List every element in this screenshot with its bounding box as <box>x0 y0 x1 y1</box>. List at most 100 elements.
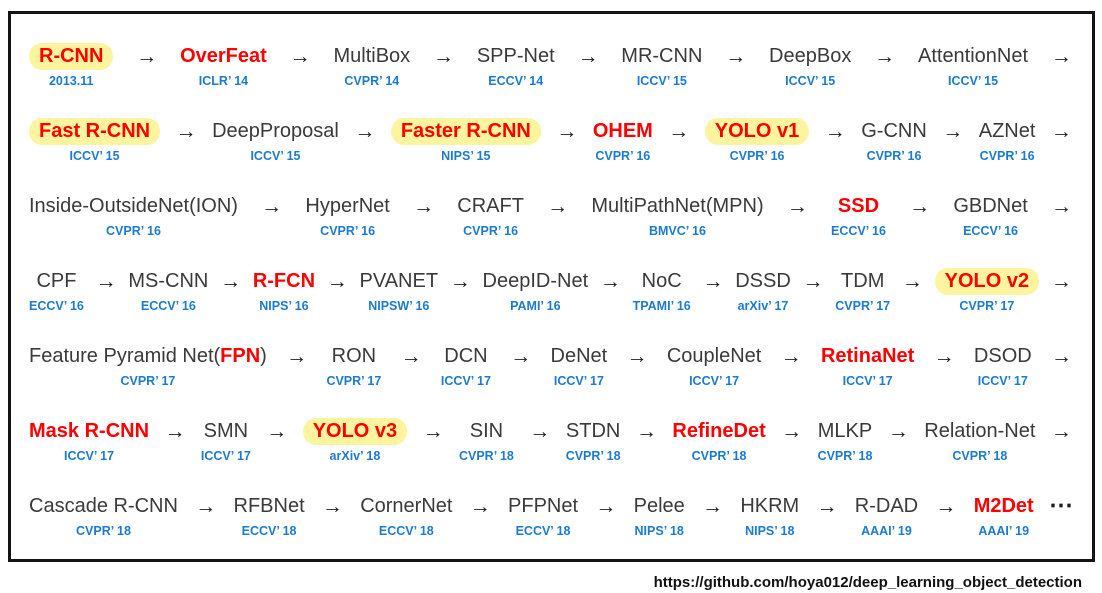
venue-label: ECCV’ 16 <box>140 299 196 313</box>
model-name-part: ) <box>260 345 267 367</box>
model-name: CRAFT <box>457 195 524 217</box>
venue-label: ICCV’ 15 <box>250 149 301 163</box>
venue-label: ECCV’ 18 <box>241 524 297 538</box>
venue-label: ICCV’ 17 <box>689 374 740 388</box>
model-name: CoupleNet <box>666 345 762 367</box>
arrow-icon: → <box>289 45 311 68</box>
venue-label: AAAI’ 19 <box>861 524 912 538</box>
arrow-icon: → <box>1050 420 1072 443</box>
model-name: HyperNet <box>305 195 390 217</box>
venue-label: CVPR’ 17 <box>326 374 382 388</box>
venue-label: CVPR’ 16 <box>106 224 161 238</box>
model-node: Inside-OutsideNet(ION)CVPR’ 16 <box>29 193 238 238</box>
model-name: MS-CNN <box>128 270 209 292</box>
model-name: DeepProposal <box>212 120 339 142</box>
venue-label: CVPR’ 16 <box>595 149 651 163</box>
arrow-icon: → <box>354 120 376 143</box>
arrow-icon: → <box>321 495 343 518</box>
model-name: OHEM <box>592 120 653 142</box>
arrow-icon: → <box>449 270 471 293</box>
model-name: HKRM <box>740 495 800 517</box>
venue-label: CVPR’ 18 <box>76 524 131 538</box>
venue-label: arXiv’ 17 <box>737 299 789 313</box>
model-name: CPF <box>36 270 77 292</box>
ellipsis-icon: ⋯ <box>1048 492 1074 519</box>
arrow-icon: → <box>261 195 283 218</box>
arrow-icon: → <box>595 495 617 518</box>
model-name: M2Det <box>973 495 1034 517</box>
model-name: AZNet <box>978 120 1036 142</box>
venue-label: ICCV’ 15 <box>636 74 687 88</box>
model-name: SIN <box>469 420 504 442</box>
venue-label: ECCV’ 16 <box>29 299 84 313</box>
model-name: STDN <box>565 420 621 442</box>
arrow-icon: → <box>780 345 802 368</box>
venue-label: CVPR’ 16 <box>729 149 785 163</box>
model-name: Fast R-CNN <box>29 118 161 145</box>
arrow-icon: → <box>195 495 217 518</box>
model-name: GBDNet <box>953 195 1028 217</box>
arrow-icon: → <box>469 495 491 518</box>
venue-label: BMVC’ 16 <box>648 224 706 238</box>
venue-label: CVPR’ 16 <box>463 224 519 238</box>
model-name: Relation-Net <box>924 420 1036 442</box>
venue-label: arXiv’ 18 <box>329 449 381 463</box>
venue-label: NIPS’ 15 <box>441 149 491 163</box>
model-name: DeepID-Net <box>482 270 589 292</box>
model-name: R-FCN <box>252 270 316 292</box>
venue-label: ICCV’ 17 <box>64 449 115 463</box>
model-node: MS-CNN ECCV’ 16 <box>128 268 208 313</box>
venue-label: CVPR’ 16 <box>979 149 1035 163</box>
model-node: MLKP CVPR’ 18 <box>818 418 873 463</box>
arrow-icon: → <box>887 420 909 443</box>
venue-label: NIPS’ 18 <box>634 524 684 538</box>
arrow-icon: → <box>286 345 308 368</box>
venue-label: CVPR’ 17 <box>120 374 176 388</box>
venue-label: CVPR’ 17 <box>835 299 891 313</box>
arrow-icon: → <box>901 270 923 293</box>
venue-label: ICLR’ 14 <box>198 74 249 88</box>
model-name-part-red: FPN <box>220 345 261 367</box>
arrow-icon: → <box>725 45 747 68</box>
model-name: DCN <box>444 345 488 367</box>
model-name: Cascade R-CNN <box>29 495 178 517</box>
venue-label: PAMI’ 16 <box>510 299 561 313</box>
model-name: MR-CNN <box>621 45 703 67</box>
model-node: Feature Pyramid Net(FPN)CVPR’ 17 <box>29 343 267 388</box>
venue-label: NIPS’ 18 <box>745 524 795 538</box>
model-name: Pelee <box>633 495 685 517</box>
model-name: DeNet <box>550 345 608 367</box>
venue-label: ICCV’ 17 <box>553 374 604 388</box>
model-name: CornerNet <box>360 495 453 517</box>
arrow-icon: → <box>556 120 578 143</box>
arrow-icon: → <box>136 45 158 68</box>
arrow-icon: → <box>175 120 197 143</box>
arrow-icon: → <box>164 420 186 443</box>
arrow-icon: → <box>786 195 808 218</box>
model-name: PFPNet <box>508 495 579 517</box>
model-name: MLKP <box>817 420 873 442</box>
model-node: CRAFT CVPR’ 16 <box>457 193 524 238</box>
source-url: https://github.com/hoya012/deep_learning… <box>653 574 1082 591</box>
arrow-icon: → <box>529 420 551 443</box>
arrow-icon: → <box>935 495 957 518</box>
model-name: MultiBox <box>333 45 411 67</box>
venue-label: CVPR’ 18 <box>817 449 873 463</box>
